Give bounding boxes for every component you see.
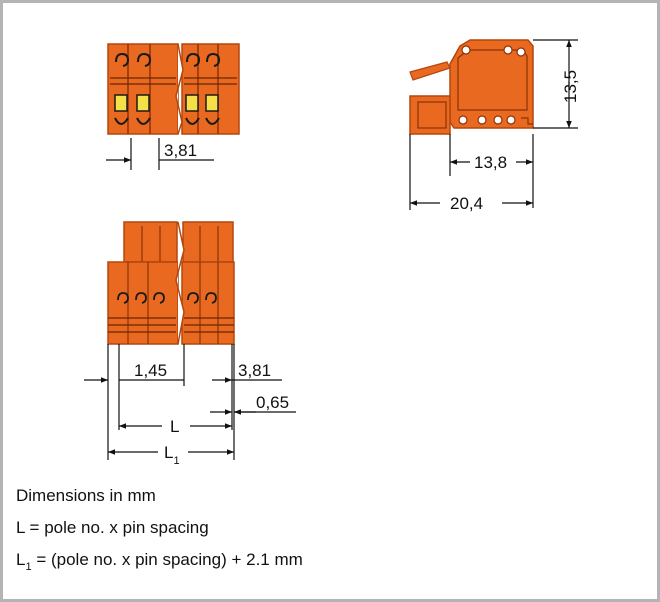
front-view: 1,45 3,81 0,65 L L1 bbox=[84, 221, 296, 467]
note-units: Dimensions in mm bbox=[16, 486, 156, 505]
note-L-definition: L = pole no. x pin spacing bbox=[16, 518, 209, 537]
top-pitch-label: 3,81 bbox=[164, 141, 197, 160]
front-offset-label: 1,45 bbox=[134, 361, 167, 380]
front-L-label: L bbox=[170, 417, 179, 436]
side-depth-label: 13,8 bbox=[474, 153, 507, 172]
front-L1-label: L1 bbox=[164, 443, 180, 467]
side-view: 13,5 13,8 20,4 bbox=[409, 39, 580, 213]
dimension-notes: Dimensions in mm L = pole no. x pin spac… bbox=[16, 484, 303, 580]
side-length-label: 20,4 bbox=[450, 194, 483, 213]
front-pitch-label: 3,81 bbox=[238, 361, 271, 380]
note-L1-definition: L1 = (pole no. x pin spacing) + 2.1 mm bbox=[16, 550, 303, 573]
top-view: 3,81 bbox=[106, 43, 240, 170]
side-height-label: 13,5 bbox=[561, 70, 580, 103]
front-gap-label: 0,65 bbox=[256, 393, 289, 412]
